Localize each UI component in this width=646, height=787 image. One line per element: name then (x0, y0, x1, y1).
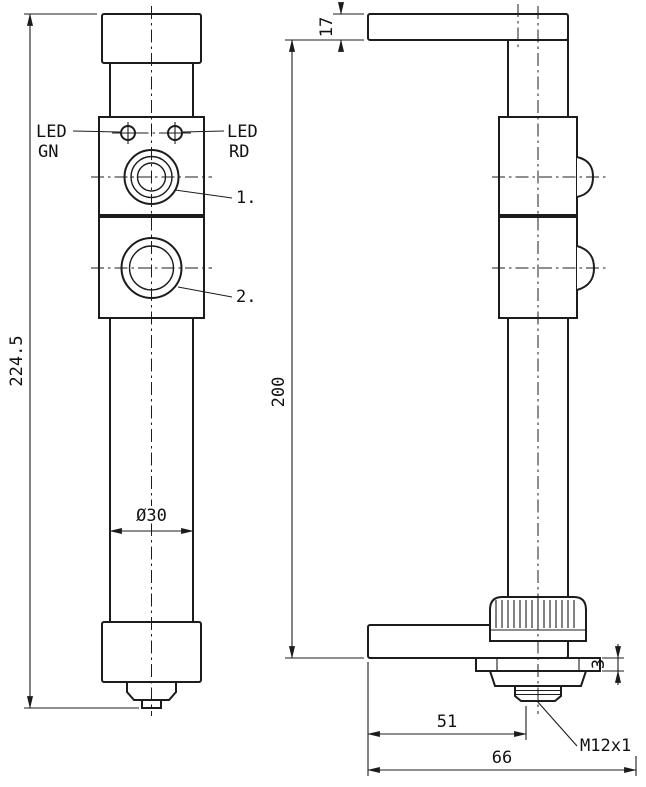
window-2-leader (177, 286, 233, 298)
gland-locknut-facets (496, 658, 580, 671)
dim-200-label: 200 (269, 377, 289, 408)
window-1-leader (174, 189, 233, 199)
led-red-leader (182, 130, 225, 133)
window-1-label: 1. (236, 188, 256, 208)
dim-224-label: 224.5 (7, 335, 27, 386)
thread-leader (536, 700, 578, 747)
dim-66-label: 66 (492, 748, 512, 768)
dim-17-label: 17 (317, 17, 337, 37)
gland-knurling (495, 600, 575, 628)
led-green-label-line1: LED (36, 122, 67, 142)
led-red-label-line1: LED (227, 122, 258, 142)
side-view (367, 4, 606, 714)
dimensions: 224.5 LED GN LED RD 1. 2. Ø30 17 200 3 (7, 2, 637, 776)
dim-200-extension-lines (285, 39, 364, 659)
dim-51-label: 51 (437, 712, 457, 732)
gland-hex-nut (488, 670, 588, 687)
led-cross-marks (117, 122, 186, 144)
dim-diameter-label: Ø30 (136, 506, 167, 526)
led-red-label-line2: RD (229, 142, 249, 162)
led-green-label-line2: GN (38, 142, 58, 162)
dim-224-extension-lines (24, 13, 139, 709)
dim-17-extension-lines (333, 13, 364, 41)
dim-3-label: 3 (589, 659, 609, 669)
front-view (91, 6, 212, 716)
thread-label: M12x1 (580, 736, 631, 756)
window-2-label: 2. (236, 287, 256, 307)
led-green-leader (72, 130, 121, 133)
